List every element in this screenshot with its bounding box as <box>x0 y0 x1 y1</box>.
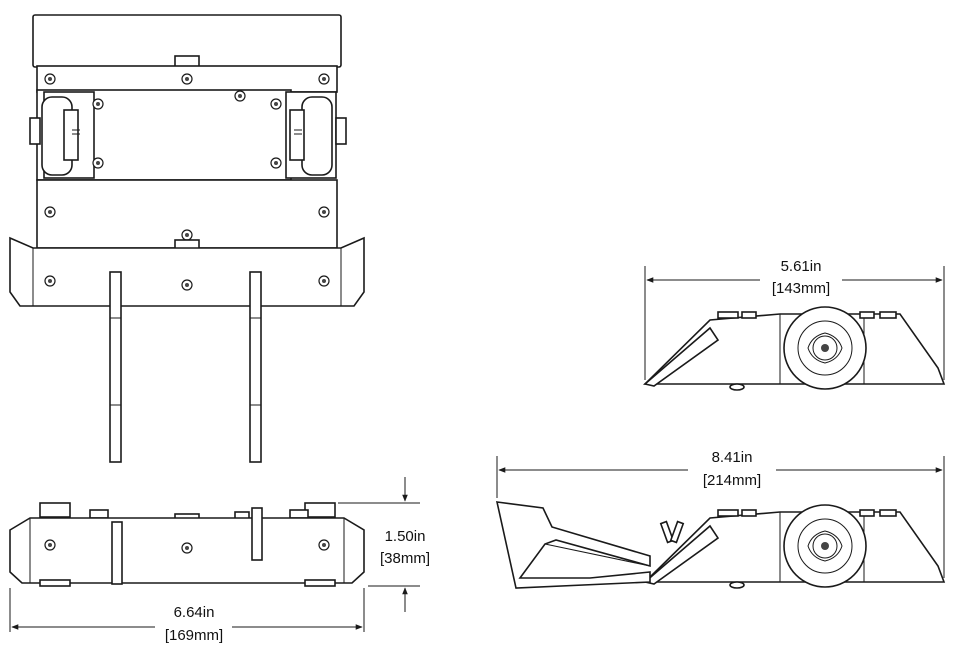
side-length-metric: [143mm] <box>772 280 830 297</box>
front-width-metric: [169mm] <box>165 627 223 644</box>
top-screws <box>44 73 330 241</box>
top-view <box>9 14 365 463</box>
side-view-compact <box>643 306 946 391</box>
dimension-side-length-with-scoop: 8.41in [214mm] <box>496 449 945 578</box>
side-length-value: 5.61in <box>781 258 822 275</box>
dimension-side-length: 5.61in [143mm] <box>644 258 945 380</box>
dimension-front-width: 6.64in [169mm] <box>9 588 365 644</box>
front-height-metric: [38mm] <box>380 550 430 567</box>
front-height-value: 1.50in <box>385 528 426 545</box>
side-view-extended <box>495 501 946 589</box>
dimension-front-height: 1.50in [38mm] <box>338 477 430 612</box>
front-width-value: 6.64in <box>174 604 215 621</box>
top-left-wheel <box>29 91 95 179</box>
side-length-with-scoop-metric: [214mm] <box>703 472 761 489</box>
side-length-with-scoop-value: 8.41in <box>712 449 753 466</box>
top-right-wheel <box>285 91 347 179</box>
front-view <box>9 502 365 587</box>
